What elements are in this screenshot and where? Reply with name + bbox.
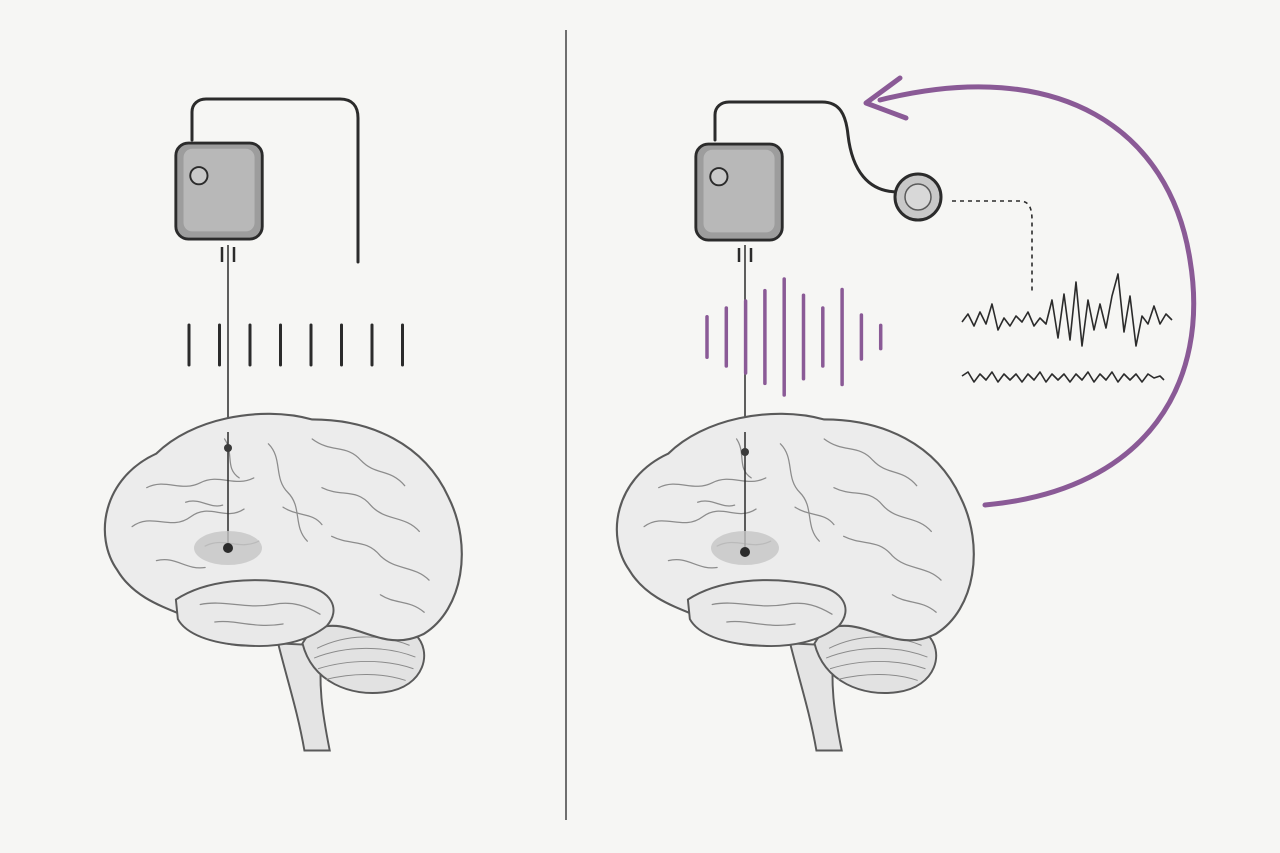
sensor-cable [713, 100, 900, 194]
feedback-arrowhead [863, 75, 909, 121]
electrode-icon [223, 543, 233, 553]
pulse-generator-icon [174, 141, 264, 241]
panel-closed-loop [615, 75, 1197, 752]
electrode-contact [741, 448, 749, 456]
electrode-contact [224, 444, 232, 452]
brain-icon [103, 412, 463, 752]
pulse-generator-icon [694, 142, 784, 242]
recorded-signal-high-amplitude [961, 273, 1173, 347]
recorded-signal-low-amplitude [961, 371, 1165, 383]
feedback-arrow-icon [877, 84, 1197, 508]
pulse-train-open-loop [187, 323, 404, 367]
electrode-icon [740, 547, 750, 557]
pulse-train-closed-loop [705, 277, 883, 397]
device-cable [190, 97, 360, 264]
panel-open-loop [103, 97, 463, 752]
sensor-dotted-link [952, 200, 1033, 292]
brain-icon [615, 412, 975, 752]
